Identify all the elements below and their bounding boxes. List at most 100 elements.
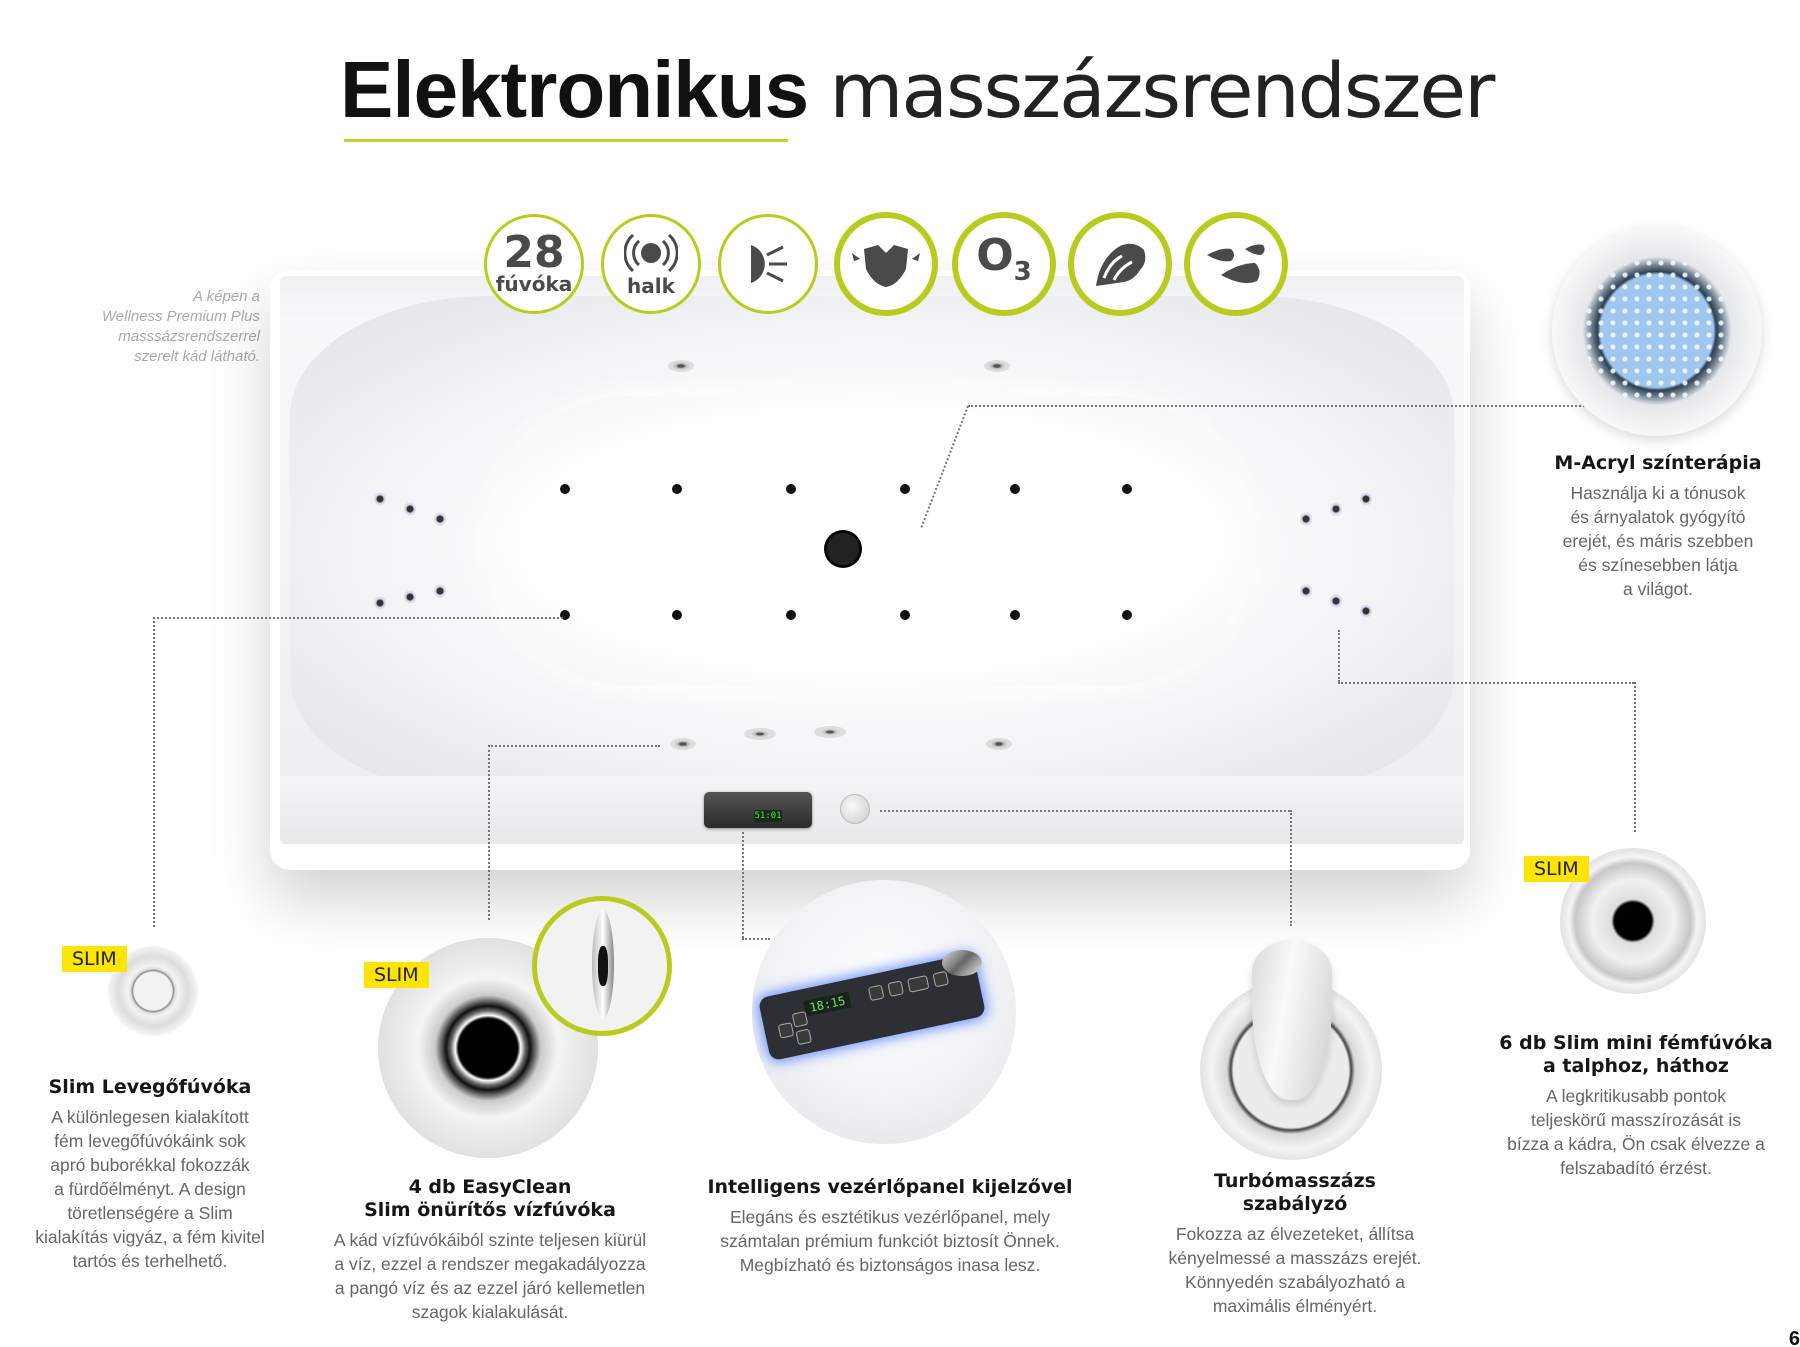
light-icon bbox=[751, 245, 787, 283]
back-massage-icon bbox=[852, 245, 920, 287]
connector-turbo bbox=[880, 810, 1290, 812]
panel-button bbox=[777, 1022, 795, 1039]
tub-floor bbox=[490, 396, 1250, 686]
text-line: és árnyalatok gyógyító bbox=[1570, 507, 1746, 527]
wall-jet bbox=[986, 738, 1012, 750]
floor-jet bbox=[672, 484, 682, 494]
caption-line: szerelt kád látható. bbox=[134, 348, 260, 365]
light-fixture bbox=[744, 728, 776, 740]
title-line: Turbómasszázs bbox=[1214, 1170, 1376, 1192]
text-line: A legkritikusabb pontok bbox=[1546, 1086, 1726, 1106]
floor-jet bbox=[672, 610, 682, 620]
text-line: bízza a kádra, Ön csak élvezze a bbox=[1507, 1134, 1765, 1154]
text-line: a pangó víz és az ezzel járó kellemetlen bbox=[334, 1278, 646, 1298]
feature-air-bubble bbox=[1068, 212, 1172, 316]
quiet-label: halk bbox=[627, 274, 675, 298]
section-title: Slim Levegőfúvóka bbox=[48, 1076, 252, 1098]
text-line: Könnyedén szabályozható a bbox=[1185, 1272, 1405, 1292]
section-text: A kád vízfúvókáiból szinte teljesen kiür… bbox=[310, 1228, 670, 1324]
side-jet bbox=[404, 590, 416, 604]
side-jet bbox=[1330, 502, 1342, 516]
ozone-icon: O3 bbox=[976, 234, 1032, 292]
section-title: M-Acryl színterápia bbox=[1554, 452, 1762, 474]
connector-waterjet bbox=[488, 745, 660, 747]
ozone-sub: 3 bbox=[1013, 256, 1032, 287]
panel-button bbox=[906, 974, 930, 993]
led-dots bbox=[1583, 257, 1731, 405]
connector-panel-h bbox=[742, 938, 770, 940]
jets-count: 28 bbox=[503, 227, 565, 278]
feature-ozone: O3 bbox=[952, 212, 1056, 316]
floor-jet bbox=[900, 610, 910, 620]
floor-jet bbox=[1122, 610, 1132, 620]
text-line: kialakítás vigyáz, a fém kivitel bbox=[35, 1227, 265, 1247]
floor-jet bbox=[1122, 484, 1132, 494]
side-jet bbox=[1300, 584, 1312, 598]
page-title: Elektronikus masszázsrendszer bbox=[340, 40, 1495, 141]
caption-line: A képen a bbox=[193, 288, 260, 305]
text-line: a világot. bbox=[1622, 579, 1694, 599]
text-line: a fürdőélményt. A design bbox=[54, 1179, 246, 1199]
connector-panel-v bbox=[742, 832, 744, 938]
text-line: számtalan prémium funkciót biztosít Önne… bbox=[720, 1231, 1060, 1251]
section-title: 4 db EasyClean Slim önürítős vízfúvóka bbox=[310, 1176, 670, 1222]
panel-button bbox=[795, 1028, 813, 1046]
ozone-o: O bbox=[976, 230, 1014, 282]
feature-quiet: halk bbox=[601, 214, 701, 314]
side-jet bbox=[434, 584, 446, 598]
light-fixture bbox=[814, 726, 846, 738]
feature-jets: 28 fúvóka bbox=[484, 214, 584, 314]
control-panel-image: 18:15 bbox=[752, 880, 1016, 1144]
text-line: és színesebben látja bbox=[1578, 555, 1738, 575]
air-bubble-icon bbox=[1096, 243, 1146, 286]
bathtub-image: 51:01 bbox=[280, 276, 1464, 844]
floor-jet bbox=[786, 484, 796, 494]
text-line: töretlenségére a Slim bbox=[67, 1203, 233, 1223]
turbo-knob-handle bbox=[1252, 940, 1332, 1100]
water-jet-side-hole bbox=[598, 946, 608, 986]
page-number: 6 bbox=[1788, 1328, 1800, 1347]
section-text: Elegáns és esztétikus vezérlőpanel, mely… bbox=[680, 1205, 1100, 1277]
feature-water-drops bbox=[1184, 212, 1288, 316]
connector-minijet-h bbox=[1338, 682, 1634, 684]
title-line: szabályzó bbox=[1242, 1193, 1348, 1215]
connector-turbo-v bbox=[1290, 810, 1292, 926]
side-jet bbox=[1360, 604, 1372, 618]
text-line: A kád vízfúvókáiból szinte teljesen kiür… bbox=[333, 1230, 647, 1250]
panel-button bbox=[932, 970, 950, 988]
quiet-sound-icon bbox=[624, 233, 678, 273]
side-jet bbox=[434, 512, 446, 526]
section-title: Turbómasszázs szabályzó bbox=[1140, 1170, 1450, 1216]
text-line: tartós és terhelhető. bbox=[72, 1251, 228, 1271]
jets-label: fúvóka bbox=[495, 272, 573, 296]
title-line: 4 db EasyClean bbox=[408, 1176, 572, 1198]
text-line: maximális élményért. bbox=[1212, 1296, 1378, 1316]
section-mini-jets: 6 db Slim mini fémfúvóka a talphoz, háth… bbox=[1486, 1032, 1786, 1180]
connector-waterjet-v bbox=[488, 745, 490, 920]
section-turbo: Turbómasszázs szabályzó Fokozza az élvez… bbox=[1140, 1170, 1450, 1318]
text-line: apró buborékkal fokozzák bbox=[50, 1155, 250, 1175]
text-line: A különlegesen kialakított bbox=[51, 1107, 249, 1127]
text-line: kényelmessé a masszázs erejét. bbox=[1168, 1248, 1422, 1268]
side-jet bbox=[1360, 492, 1372, 506]
side-jet bbox=[1330, 594, 1342, 608]
feature-back-massage bbox=[834, 212, 938, 316]
floor-jet bbox=[900, 484, 910, 494]
section-text: A különlegesen kialakított fém levegőfúv… bbox=[10, 1105, 290, 1273]
connector-minijet-v1 bbox=[1338, 630, 1340, 682]
section-title: Intelligens vezérlőpanel kijelzővel bbox=[707, 1176, 1073, 1198]
text-line: fém levegőfúvókáink sok bbox=[54, 1131, 246, 1151]
feature-light bbox=[718, 214, 818, 314]
side-jet bbox=[374, 596, 386, 610]
drain bbox=[824, 530, 862, 568]
floor-jet bbox=[786, 610, 796, 620]
title-light: masszázsrendszer bbox=[829, 46, 1495, 135]
connector-minijet-v2 bbox=[1634, 682, 1636, 832]
title-line: 6 db Slim mini fémfúvóka bbox=[1499, 1032, 1773, 1054]
water-drops-icon bbox=[1207, 244, 1265, 283]
panel-button bbox=[867, 984, 885, 1002]
panel-photo-display: 18:15 bbox=[803, 991, 852, 1017]
chrome-knob bbox=[942, 950, 982, 976]
section-title: 6 db Slim mini fémfúvóka a talphoz, háth… bbox=[1486, 1032, 1786, 1078]
floor-jet bbox=[560, 484, 570, 494]
